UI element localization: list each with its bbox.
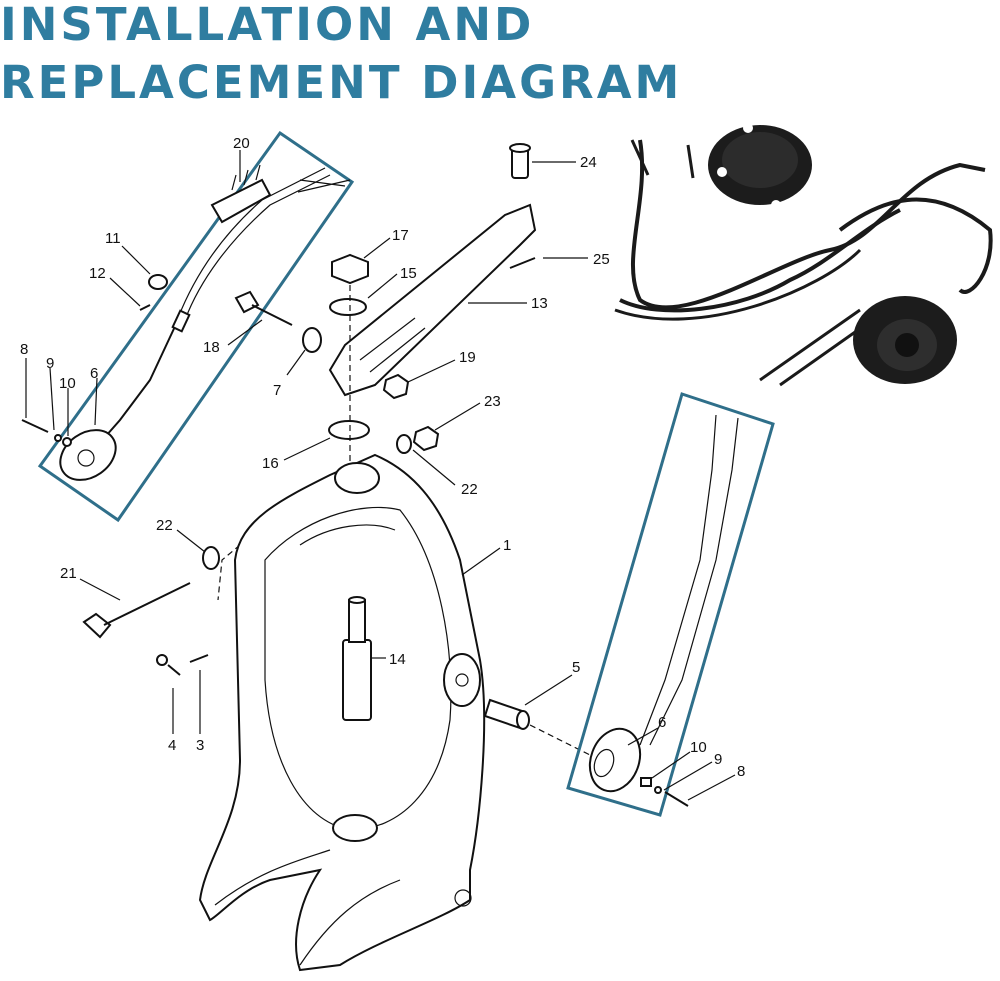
label-15: 15	[400, 265, 417, 282]
wire-terminals	[297, 179, 351, 193]
part-12-screw	[139, 304, 151, 311]
sender-wire-right-b	[649, 417, 739, 746]
cable-connector	[171, 309, 191, 333]
part-20-bracket	[210, 164, 272, 224]
part-9-washer-right	[654, 786, 662, 794]
label-6-right: 6	[658, 714, 666, 731]
label-9-left: 9	[46, 355, 54, 372]
part-4-elbow-fitting	[156, 654, 181, 676]
part-11-clip	[148, 274, 168, 290]
label-4: 4	[168, 737, 176, 754]
part-9-washer-left	[54, 434, 62, 442]
label-8-left: 8	[20, 341, 28, 358]
label-10-left: 10	[59, 375, 76, 392]
part-3-grease-fitting	[189, 654, 209, 663]
part-15-washer	[329, 298, 367, 316]
label-20: 20	[233, 135, 250, 152]
sender-cable	[97, 319, 179, 446]
label-18: 18	[203, 339, 220, 356]
leader-lines	[25, 150, 736, 801]
label-6-left: 6	[90, 365, 98, 382]
label-25: 25	[593, 251, 610, 268]
sender-wire-right-a	[639, 414, 717, 746]
label-3: 3	[196, 737, 204, 754]
part-24-pin	[509, 143, 531, 179]
left-callout-box	[37, 130, 355, 523]
diagram-title-line-2: REPLACEMENT DIAGRAM	[0, 56, 683, 109]
label-17: 17	[392, 227, 409, 244]
product-photo-trim-senders	[614, 123, 993, 387]
part-19-nut	[382, 373, 410, 400]
part-8-screw-left	[21, 419, 49, 433]
part-25-cotter-pin	[509, 257, 536, 269]
label-22-lower: 22	[156, 517, 173, 534]
part-6-trim-sender-right	[588, 727, 642, 793]
part-22-washer-lower	[202, 546, 220, 570]
part-5-sleeve	[483, 698, 530, 730]
label-11: 11	[105, 230, 121, 247]
part-8-screw-right	[664, 791, 689, 807]
label-5: 5	[572, 659, 580, 676]
part-16-washer	[328, 420, 370, 440]
label-23: 23	[484, 393, 501, 410]
label-8-right: 8	[737, 763, 745, 780]
part-18-bolt	[234, 290, 293, 326]
label-21: 21	[60, 565, 77, 582]
diagram-title-line-1: INSTALLATION AND	[0, 0, 535, 51]
part-14-shaft	[342, 596, 372, 721]
label-12: 12	[89, 265, 106, 282]
label-9-right: 9	[714, 751, 722, 768]
part-23-nut	[412, 425, 440, 452]
label-22-upper: 22	[461, 481, 478, 498]
sender-wire-lower	[177, 167, 326, 319]
assembly-centerline-bolt	[217, 544, 241, 601]
label-10-right: 10	[690, 739, 707, 756]
label-7: 7	[273, 382, 281, 399]
part-6-trim-sender-left	[59, 429, 117, 481]
part-22-washer-upper	[396, 434, 412, 454]
sender-wire-upper	[184, 174, 331, 321]
part-17-nut	[331, 253, 369, 285]
right-callout-box	[566, 392, 775, 817]
label-1: 1	[503, 537, 511, 554]
label-24: 24	[580, 154, 597, 171]
part-13-trim-arm	[328, 203, 537, 397]
part-21-bolt	[82, 582, 191, 639]
part-10-spacer-right	[640, 777, 652, 787]
label-14: 14	[389, 651, 406, 668]
label-16: 16	[262, 455, 279, 472]
assembly-centerline-right	[529, 724, 601, 761]
label-19: 19	[459, 349, 476, 366]
part-10-spacer-left	[62, 437, 72, 447]
label-13: 13	[531, 295, 548, 312]
part-7-washer	[302, 327, 322, 353]
